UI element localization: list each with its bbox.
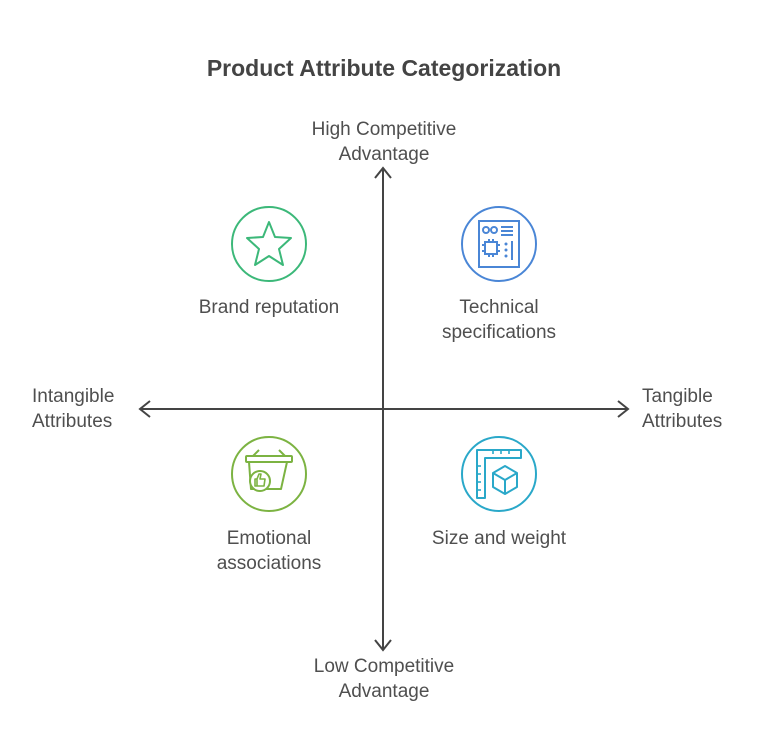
diagram-title: Product Attribute Categorization <box>206 55 562 81</box>
quadrant-label-emotional-associations: Emotional associations <box>216 528 322 574</box>
down-arrow-icon <box>374 639 392 652</box>
axis-label-tangible: Tangible Attributes <box>642 386 723 432</box>
ruler-cube-icon <box>459 434 539 514</box>
axis-label-intangible: Intangible Attributes <box>32 386 115 432</box>
left-arrow-icon <box>138 400 151 418</box>
right-arrow-icon <box>617 400 630 418</box>
basket-thumbs-up-icon <box>229 434 309 514</box>
quadrant-label-technical-specifications: Technical specifications <box>441 297 557 343</box>
circuit-board-icon <box>459 204 539 284</box>
axis-label-low: Low Competitive Advantage <box>313 656 455 702</box>
star-icon <box>229 204 309 284</box>
axis-label-high: High Competitive Advantage <box>311 119 457 165</box>
quadrant-label-brand-reputation: Brand reputation <box>198 297 340 318</box>
quadrant-label-size-and-weight: Size and weight <box>431 528 567 549</box>
up-arrow-icon <box>374 166 392 179</box>
